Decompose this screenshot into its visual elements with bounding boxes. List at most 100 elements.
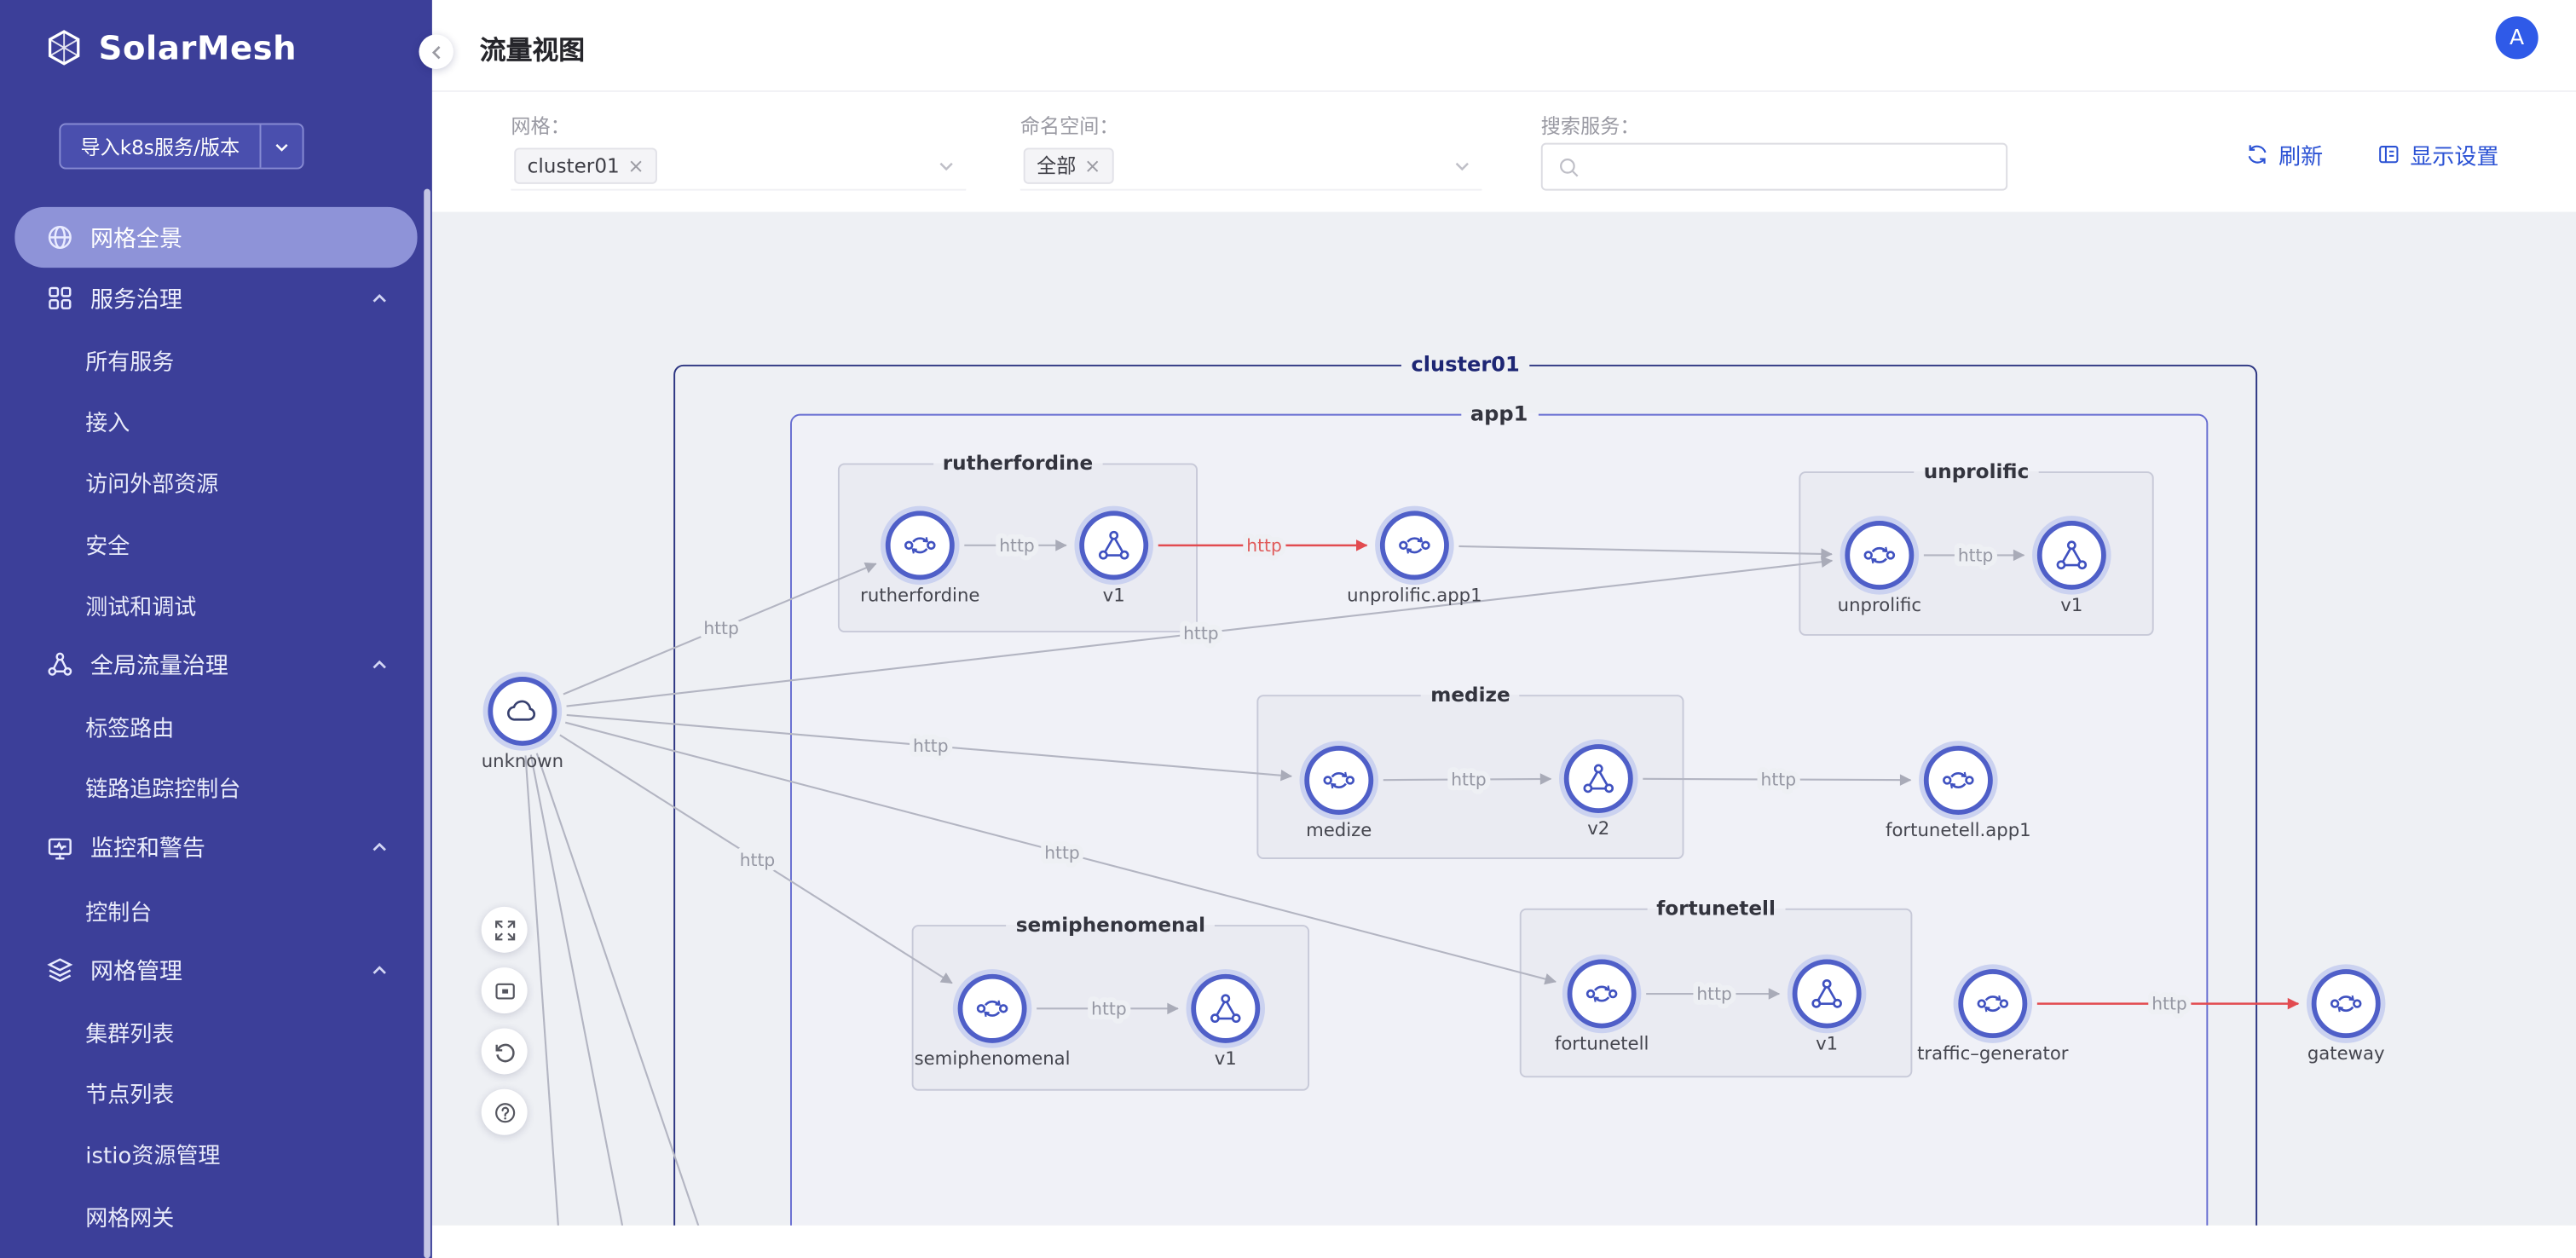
graph-edge-unknown-unprolific[interactable] — [566, 556, 1834, 707]
chevron-down-icon[interactable] — [259, 124, 302, 168]
namespace-tag-label: 全部 — [1037, 154, 1077, 178]
graph-node-unprolific[interactable] — [1845, 520, 1915, 590]
sidebar-item-网格管理[interactable]: 网格管理 — [0, 940, 432, 1001]
graph-node-fortunetell-v1[interactable] — [1792, 959, 1862, 1029]
namespace-tag[interactable]: 全部 × — [1023, 147, 1114, 184]
sidebar-item-接入[interactable]: 接入 — [0, 390, 432, 452]
fullscreen-button[interactable] — [481, 906, 528, 953]
display-settings-button[interactable]: 显示设置 — [2377, 138, 2498, 170]
graph-edge-unknown-offscreen[interactable] — [524, 755, 562, 1258]
graph-edge-medize-medize-v2[interactable] — [1383, 773, 1552, 785]
graph-node-unprolific-v1[interactable] — [2036, 520, 2106, 590]
sidebar-item-监控和警告[interactable]: 监控和警告 — [0, 818, 432, 880]
graph-node-fortunetell[interactable] — [1567, 959, 1637, 1029]
service-node-icon — [1940, 762, 1976, 798]
globe-icon — [46, 223, 74, 251]
service-group-label: unprolific — [1914, 459, 2039, 483]
display-settings-icon — [2377, 143, 2400, 166]
traffic-governance-icon — [46, 651, 74, 679]
sidebar-item-节点列表[interactable]: 节点列表 — [0, 1062, 432, 1123]
graph-node-traffic-generator[interactable] — [1958, 969, 2028, 1039]
sidebar-item-服务治理[interactable]: 服务治理 — [0, 268, 432, 330]
service-node-icon — [1975, 985, 2011, 1021]
sidebar-item-安全[interactable]: 安全 — [0, 512, 432, 574]
edge-label: http — [1246, 535, 1282, 556]
sidebar-item-控制台[interactable]: 控制台 — [0, 879, 432, 940]
graph-edge-unprolific.app1-unprolific[interactable] — [1458, 545, 1833, 560]
close-icon[interactable]: × — [627, 154, 644, 178]
graph-edge-unknown-fortunetell[interactable] — [564, 721, 1557, 985]
cluster-box-cluster01[interactable]: cluster01 — [673, 351, 2258, 1258]
refresh-button[interactable]: 刷新 — [2246, 138, 2323, 170]
sidebar-item-label: 网格网关 — [85, 1204, 175, 1232]
graph-node-medize[interactable] — [1304, 745, 1374, 815]
sidebar-item-istio资源管理[interactable]: istio资源管理 — [0, 1123, 432, 1185]
service-group-label: fortunetell — [1646, 897, 1786, 920]
service-node-icon — [974, 990, 1010, 1026]
service-group-label: rutherfordine — [933, 452, 1103, 475]
sidebar-item-所有服务[interactable]: 所有服务 — [0, 329, 432, 390]
sidebar-item-label: 集群列表 — [85, 1021, 175, 1048]
graph-edge-unknown-offscreen[interactable] — [529, 754, 632, 1258]
chevron-up-icon — [370, 289, 390, 309]
chevron-down-icon — [1453, 156, 1472, 176]
graph-node-rutherfordine[interactable] — [885, 511, 955, 580]
sidebar-item-label: 链路追踪控制台 — [85, 777, 241, 804]
close-icon[interactable]: × — [1084, 154, 1101, 178]
graph-edge-unknown-rutherfordine[interactable] — [563, 562, 877, 695]
mesh-tag[interactable]: cluster01 × — [514, 147, 658, 184]
graph-node-fortunetell.app1[interactable] — [1923, 745, 1993, 815]
sidebar-item-label: istio资源管理 — [85, 1144, 221, 1171]
version-node-icon — [1208, 990, 1244, 1026]
reset-button[interactable] — [481, 1028, 528, 1075]
sidebar-item-网格全景[interactable]: 网格全景 — [14, 206, 418, 268]
graph-node-medize-v2[interactable] — [1563, 744, 1633, 814]
user-avatar[interactable]: A — [2495, 16, 2538, 60]
edge-label: http — [1044, 842, 1080, 863]
sidebar-item-测试和调试[interactable]: 测试和调试 — [0, 574, 432, 635]
page-title: 流量视图 — [479, 34, 586, 66]
graph-node-semiphenomenal-v1[interactable] — [1191, 973, 1261, 1043]
version-node-icon — [1809, 976, 1845, 1012]
graph-edge-medize-v2-fortunetell.app1[interactable] — [1643, 774, 1912, 786]
app-logo[interactable]: SolarMesh — [44, 28, 297, 67]
mesh-tag-label: cluster01 — [527, 154, 620, 178]
graph-edge-unknown-medize[interactable] — [566, 713, 1293, 782]
edge-label: http — [1696, 984, 1732, 1004]
graph-node-unknown[interactable] — [488, 677, 557, 746]
graph-node-unprolific.app1[interactable] — [1379, 511, 1449, 580]
sidebar-item-链路追踪控制台[interactable]: 链路追踪控制台 — [0, 757, 432, 818]
namespace-filter-label: 命名空间： — [1019, 114, 1119, 138]
chevron-down-icon — [937, 156, 956, 176]
refresh-icon — [2246, 143, 2269, 166]
search-box[interactable] — [1540, 142, 2008, 191]
sidebar-collapse-button[interactable] — [419, 34, 453, 69]
help-button[interactable] — [481, 1088, 528, 1135]
search-input[interactable] — [1590, 153, 1991, 181]
sidebar-item-标签路由[interactable]: 标签路由 — [0, 695, 432, 757]
help-icon — [492, 1099, 517, 1124]
sidebar-item-全局流量治理[interactable]: 全局流量治理 — [0, 635, 432, 696]
import-k8s-button[interactable]: 导入k8s服务/版本 — [59, 123, 304, 170]
graph-node-label: unprolific — [1837, 594, 1922, 616]
graph-node-label: medize — [1306, 819, 1372, 841]
namespace-select[interactable]: 全部 × — [1019, 143, 1482, 191]
sidebar-item-网格网关[interactable]: 网格网关 — [0, 1185, 432, 1246]
sidebar-item-集群列表[interactable]: 集群列表 — [0, 1001, 432, 1063]
mesh-select[interactable]: cluster01 × — [511, 143, 967, 191]
graph-node-gateway[interactable] — [2311, 969, 2381, 1039]
graph-node-rutherfordine-v1[interactable] — [1079, 511, 1149, 580]
sidebar-item-访问外部资源[interactable]: 访问外部资源 — [0, 452, 432, 513]
sidebar-item-label: 标签路由 — [85, 716, 175, 743]
service-group-label: medize — [1420, 683, 1521, 707]
graph-edge-unknown-offscreen[interactable] — [535, 753, 717, 1258]
fit-view-button[interactable] — [481, 967, 528, 1014]
service-node-icon — [1584, 976, 1620, 1012]
chevron-up-icon — [370, 839, 390, 858]
monitoring-icon — [46, 834, 74, 863]
graph-edge-unknown-semiphenomenal[interactable] — [559, 734, 953, 984]
sidebar-scrollbar[interactable] — [424, 188, 430, 1258]
graph-node-semiphenomenal[interactable] — [957, 973, 1027, 1043]
